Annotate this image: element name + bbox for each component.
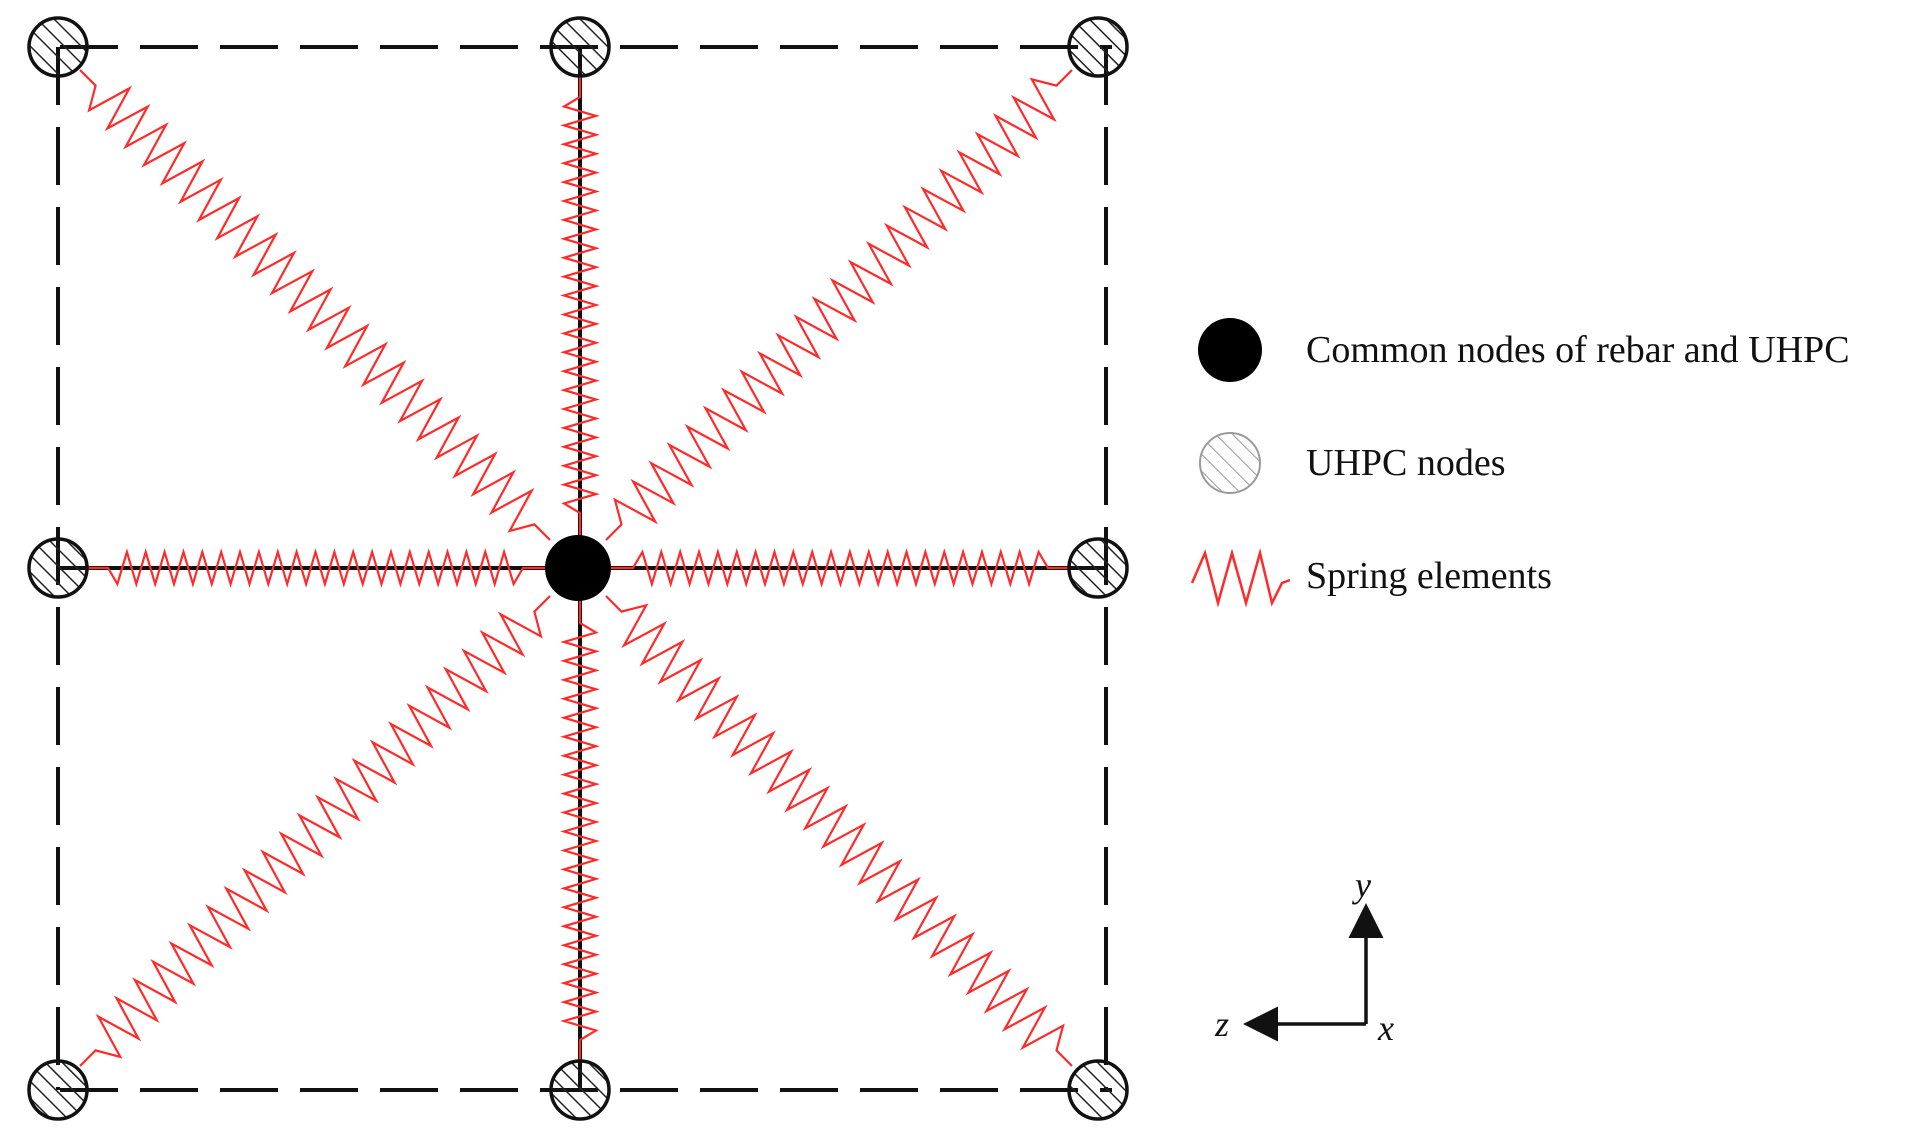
legend-common-node-icon — [1198, 318, 1262, 382]
spring-left — [86, 548, 545, 588]
uhpc-node-bottom-left — [27, 1059, 89, 1121]
spring-down-right — [605, 595, 1073, 1067]
legend-spring-icon — [1190, 548, 1291, 608]
common-node-center — [545, 535, 611, 601]
uhpc-nodes — [27, 16, 1129, 1121]
z-axis-label: z — [1214, 1004, 1229, 1044]
spring-down-left — [79, 595, 551, 1067]
uhpc-node-top-right — [1067, 16, 1129, 78]
uhpc-node-middle-right — [1067, 537, 1129, 599]
uhpc-node-middle-left — [27, 537, 89, 599]
spring-up — [560, 75, 600, 535]
spring-up-left — [79, 69, 551, 541]
uhpc-node-bottom-middle — [549, 1059, 611, 1121]
uhpc-node-top-left — [27, 16, 89, 78]
legend: Common nodes of rebar and UHPC UHPC node… — [1190, 318, 1850, 608]
coordinate-axes — [1243, 903, 1384, 1042]
legend-common-nodes-label: Common nodes of rebar and UHPC — [1306, 329, 1850, 371]
legend-uhpc-node-icon — [1199, 432, 1261, 494]
y-axis-label: y — [1352, 865, 1371, 905]
uhpc-node-bottom-right — [1067, 1059, 1129, 1121]
legend-spring-elements-label: Spring elements — [1306, 555, 1552, 597]
uhpc-node-top-middle — [549, 16, 611, 78]
spring-down — [560, 601, 600, 1062]
spring-up-right — [605, 69, 1073, 541]
legend-uhpc-nodes-label: UHPC nodes — [1306, 442, 1506, 484]
spring-elements — [79, 69, 1073, 1067]
x-axis-label: x — [1377, 1008, 1394, 1048]
spring-right — [611, 548, 1070, 588]
